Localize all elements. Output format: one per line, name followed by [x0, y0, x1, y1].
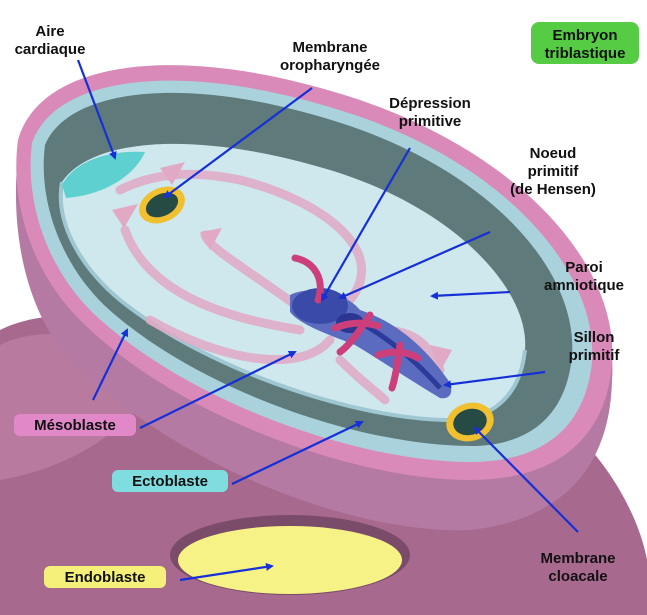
label-aire-cardiaque-2: cardiaque	[15, 41, 86, 58]
endoderm-surface	[178, 526, 402, 594]
label-depression-primitive-2: primitive	[399, 113, 462, 130]
endoblaste-badge: Endoblaste	[44, 566, 166, 588]
label-mesoblaste: Mésoblaste	[34, 417, 116, 434]
label-ectoblaste: Ectoblaste	[132, 473, 208, 490]
title-badge: Embryon triblastique	[531, 22, 639, 64]
title-line-1: Embryon	[552, 27, 617, 44]
label-endoblaste: Endoblaste	[65, 569, 146, 586]
label-membrane-cloacale-2: cloacale	[548, 568, 607, 585]
label-sillon-primitif-2: primitif	[569, 347, 621, 364]
label-membrane-oropharyngee-1: Membrane	[292, 39, 367, 56]
label-paroi-amniotique-1: Paroi	[565, 259, 603, 276]
mesoblaste-badge: Mésoblaste	[14, 414, 136, 436]
label-aire-cardiaque-1: Aire	[35, 23, 64, 40]
label-noeud-primitif-2: primitif	[528, 163, 580, 180]
ectoblaste-badge: Ectoblaste	[112, 470, 228, 492]
label-sillon-primitif-1: Sillon	[574, 329, 615, 346]
title-line-2: triblastique	[545, 45, 626, 62]
label-noeud-primitif-1: Noeud	[530, 145, 577, 162]
label-noeud-primitif-3: (de Hensen)	[510, 181, 596, 198]
label-membrane-cloacale-1: Membrane	[540, 550, 615, 567]
label-depression-primitive-1: Dépression	[389, 95, 471, 112]
label-membrane-oropharyngee-2: oropharyngée	[280, 57, 380, 74]
label-paroi-amniotique-2: amniotique	[544, 277, 624, 294]
